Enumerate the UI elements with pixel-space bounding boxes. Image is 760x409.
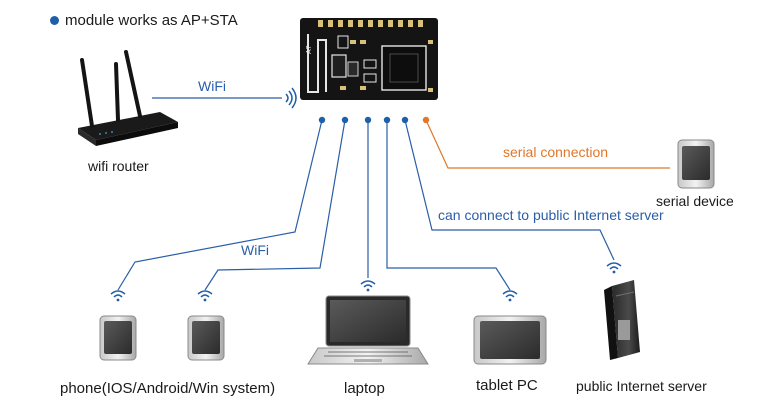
wifi-module-icon: A7 [300,18,438,100]
wifi-router-icon [78,50,178,146]
wifi-signal-icon [360,280,376,292]
laptop-icon [307,295,429,365]
line-serial [425,119,670,169]
phone-icon [187,315,225,361]
line-phone1 [117,119,323,291]
wifi-signal-icon [110,290,126,302]
server-icon [604,280,640,360]
wifi-signal-icon [197,290,213,302]
wifi-signal-icon [285,87,297,109]
header-bullet [50,16,59,25]
wifi-signal-icon [502,290,518,302]
connection-lines [117,97,615,291]
line-server [404,119,615,261]
line-phone2 [204,119,346,291]
header-title: module works as AP+STA [65,12,238,29]
tablet-label: tablet PC [476,377,538,394]
module-pin-dots [318,116,430,124]
module-pin-marker: A7 [306,45,313,54]
laptop-label: laptop [344,380,385,397]
device-signal-icons [110,262,622,302]
wifi-label-router: WiFi [198,78,226,94]
wifi-router-label: wifi router [88,158,149,174]
serial-device-label: serial device [656,193,734,209]
phone-icon [99,315,137,361]
public-internet-note: can connect to public Internet server [438,207,664,223]
phones-label: phone(IOS/Android/Win system) [60,380,276,397]
tablet-icon [473,315,547,365]
wifi-signal-icon [606,262,622,274]
wifi-label-devices: WiFi [241,242,269,258]
server-label: public Internet server [576,378,707,394]
line-tablet [386,120,511,291]
serial-device-icon [677,139,715,189]
serial-connection-label: serial connection [503,144,609,160]
